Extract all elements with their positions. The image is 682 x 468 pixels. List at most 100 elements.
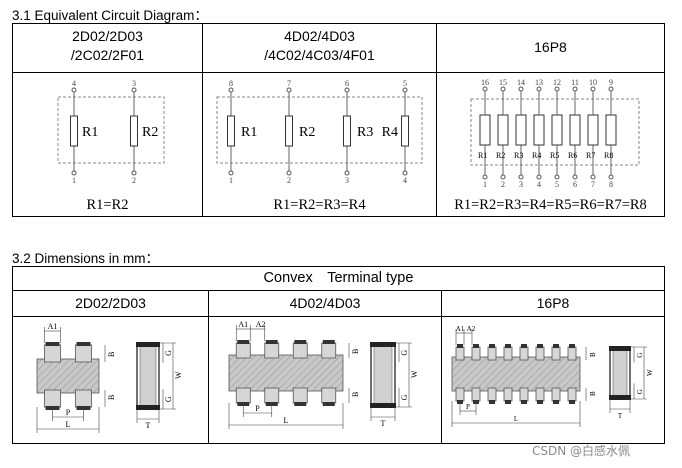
section-heading-dimensions: 3.2 Dimensions in mm： [12, 251, 160, 266]
pin-bottom [554, 174, 560, 180]
resistor-label: R4 [382, 125, 398, 140]
pin-number-bottom: 1 [483, 180, 487, 189]
resistor-body [551, 114, 563, 146]
dim-label-t: T [618, 412, 623, 420]
resistor-body [130, 115, 138, 147]
resistor-body [605, 114, 617, 146]
pin-bottom [131, 170, 137, 176]
terminal-bottom [75, 389, 92, 408]
terminal-top [455, 346, 465, 361]
pin-bottom [402, 170, 408, 176]
pin-number-top: 14 [517, 78, 525, 87]
pin-bottom [286, 170, 292, 176]
pin-number-bottom: 7 [591, 180, 595, 189]
dim-label-a1: A1 [238, 320, 248, 329]
pin-bottom [572, 174, 578, 180]
side-view-bottom-cap [136, 405, 160, 410]
resistor-body [479, 114, 491, 146]
chip-body [451, 356, 581, 392]
dim-label-b-top: B [351, 349, 360, 354]
circuit-col3-title: 16P8 [534, 39, 567, 55]
resistor-body [587, 114, 599, 146]
dim-label-a2: A2 [256, 320, 266, 329]
resistor-label: R3 [357, 125, 373, 140]
resistor-body [569, 114, 581, 146]
dim-label-p: P [66, 408, 71, 417]
terminal-top-edge [45, 342, 60, 346]
terminal-bottom-edge [569, 400, 575, 404]
dim-label-b-bottom: B [589, 391, 597, 396]
terminal-bottom [471, 387, 481, 402]
pin-bottom [590, 174, 596, 180]
dim-label-a1: A1 [48, 322, 58, 331]
resistor-label: R7 [586, 151, 595, 160]
terminal-bottom [264, 387, 280, 404]
pin-top [608, 86, 614, 92]
side-view-body [373, 345, 393, 405]
dim-col2-title: 4D02/4D03 [289, 295, 361, 311]
pin-bottom [608, 174, 614, 180]
resistor-body [515, 114, 527, 146]
pin-number-bottom: 4 [537, 180, 541, 189]
pin-bottom [482, 174, 488, 180]
terminal-top-edge [537, 344, 543, 348]
terminal-top [487, 346, 497, 361]
side-view-body [139, 345, 157, 407]
pin-number-top: 7 [287, 79, 291, 88]
terminal-type-header: Convex Terminal type [263, 270, 414, 286]
terminal-top [75, 344, 92, 363]
pin-bottom [344, 170, 350, 176]
pin-top [536, 86, 542, 92]
terminal-bottom-edge [489, 400, 495, 404]
terminal-top-edge [505, 344, 511, 348]
dim-label-w: W [410, 370, 419, 378]
chip-body [228, 354, 344, 392]
side-view-top-cap [136, 342, 160, 347]
resistor-label: R1 [82, 125, 98, 140]
dim-label-l: L [284, 416, 289, 425]
terminal-bottom [292, 387, 308, 404]
pin-number-bottom: 2 [501, 180, 505, 189]
resistor-body [497, 114, 509, 146]
pin-bottom [518, 174, 524, 180]
pin-bottom [228, 170, 234, 176]
side-view-top-cap [609, 346, 631, 351]
dim-label-l: L [514, 415, 518, 423]
dim-col1-title: 2D02/2D03 [75, 295, 146, 311]
resistor-label: R2 [142, 125, 158, 140]
resistor-body [70, 115, 78, 147]
dim-label-g-bottom: G [400, 394, 409, 400]
resistor-label: R8 [604, 151, 613, 160]
resistor-label: R1 [241, 125, 257, 140]
terminal-top-edge [521, 344, 527, 348]
dim-col3-title: 16P8 [536, 295, 570, 311]
terminal-top-edge [489, 344, 495, 348]
pin-number-top: 15 [499, 78, 507, 87]
formula-col1: R1=R2 [86, 197, 129, 213]
resistor-label: R6 [568, 151, 577, 160]
terminal-top-edge [322, 340, 335, 344]
pin-number-bottom: 1 [229, 176, 233, 185]
dim-label-p: P [255, 404, 260, 413]
formula-col3: R1=R2=R3=R4=R5=R6=R7=R8 [454, 197, 647, 213]
circuit-col1-title-line1: 2D02/2D03 [72, 28, 143, 44]
pin-top [518, 86, 524, 92]
resistor-body [285, 115, 293, 147]
dim-label-t: T [146, 421, 151, 430]
terminal-bottom-edge [521, 400, 527, 404]
terminal-top-edge [76, 342, 91, 346]
dim-label-b-bottom: B [107, 395, 116, 400]
pin-number-top: 4 [72, 79, 76, 88]
pin-top [402, 87, 408, 93]
terminal-bottom-edge [537, 400, 543, 404]
terminal-top [551, 346, 561, 361]
pin-bottom [71, 170, 77, 176]
dim-label-w: W [646, 369, 654, 376]
side-view-bottom-cap [370, 403, 396, 408]
